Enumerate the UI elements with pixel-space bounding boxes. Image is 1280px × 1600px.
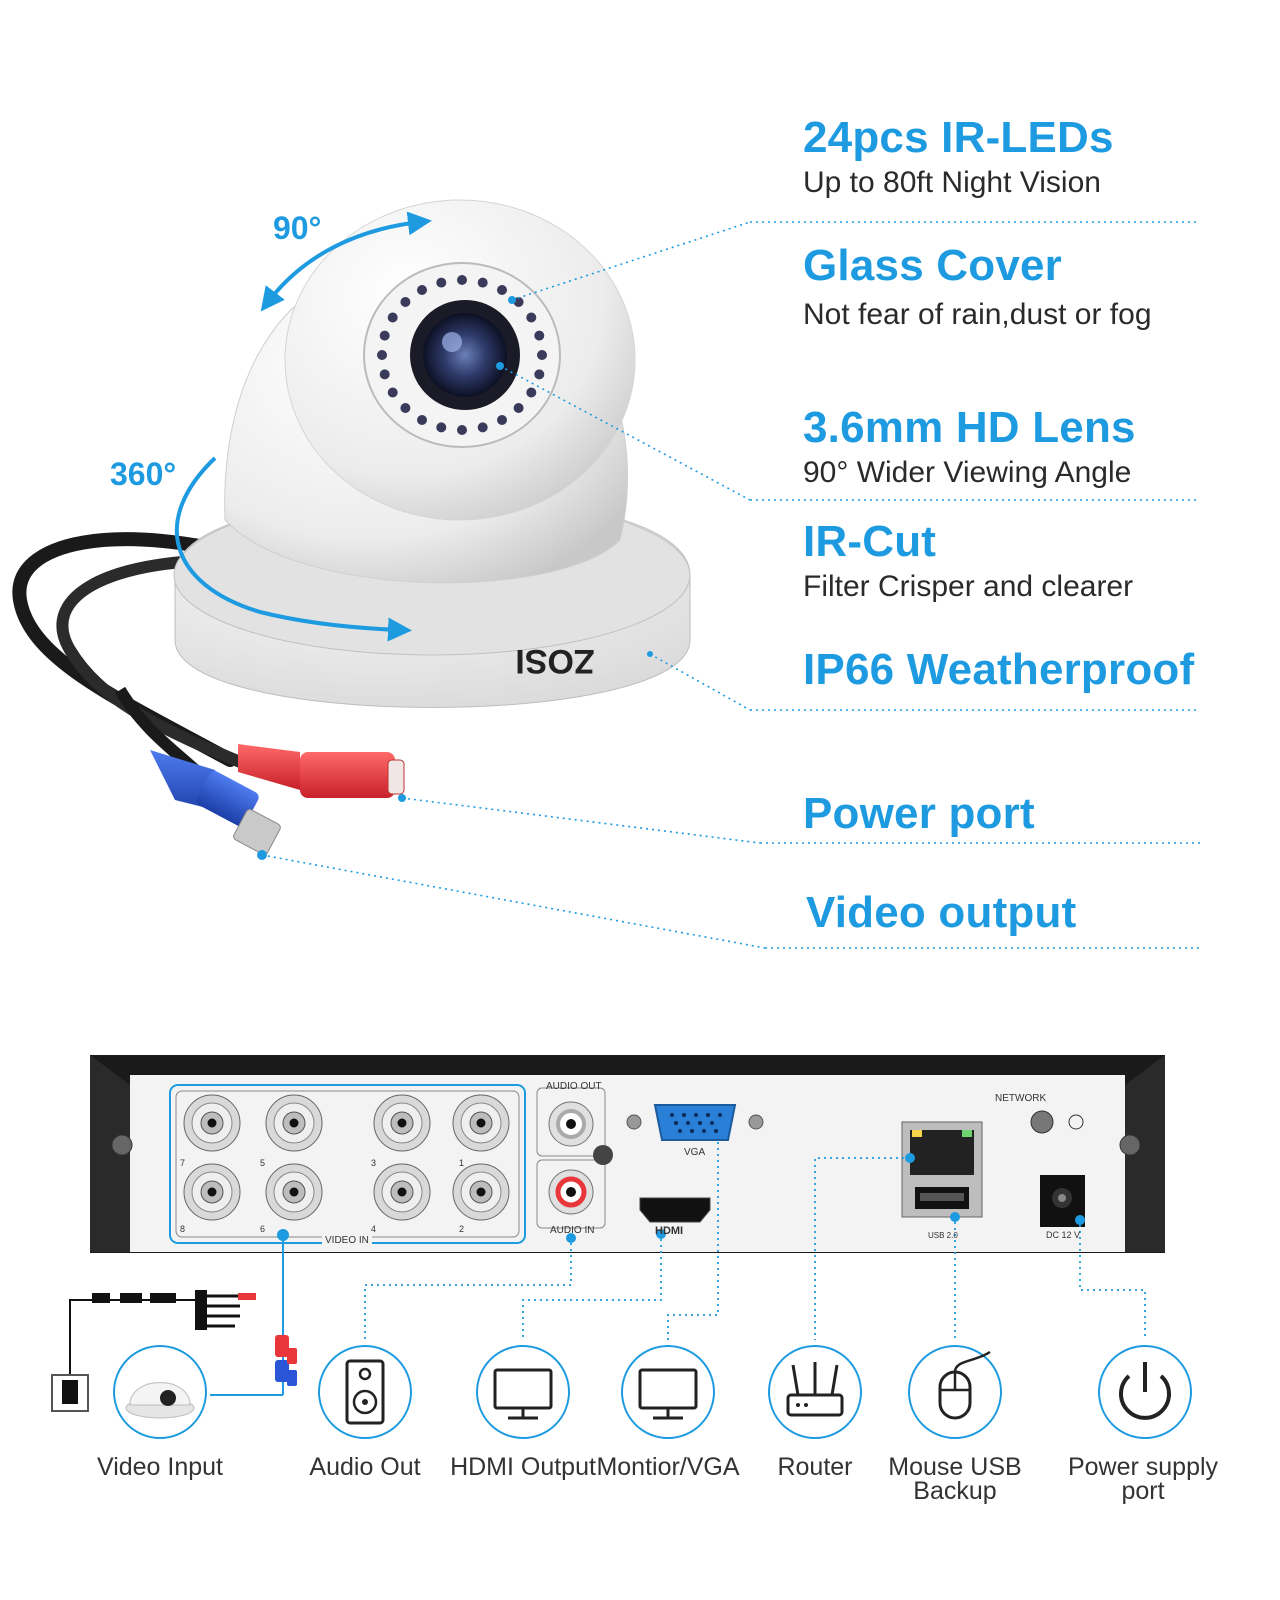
feature-title-glass-cover: Glass Cover [803, 241, 1063, 290]
channel-label: 8 [180, 1224, 186, 1234]
ir-led [387, 312, 398, 323]
channel-label: 5 [260, 1158, 266, 1168]
hdmi-port-label: HDMI [655, 1225, 684, 1237]
ir-led [377, 350, 387, 360]
power-splitter [51, 1290, 297, 1412]
bnc-socket [373, 1094, 431, 1152]
ir-led [387, 387, 398, 398]
usb-port-label: USB 2.0 [928, 1231, 958, 1240]
channel-label: 2 [459, 1224, 465, 1234]
channel-label: 3 [371, 1158, 377, 1168]
power-icon [1098, 1345, 1192, 1439]
monitor-icon [476, 1345, 570, 1439]
tilt-angle-label: 90° [273, 210, 322, 246]
bnc-video-connector [150, 750, 281, 860]
channel-label: 6 [260, 1224, 266, 1234]
connection-label-video-input: Video Input [96, 1453, 224, 1481]
vga-port-label: VGA [684, 1147, 706, 1158]
connection-label-router: Router [777, 1453, 853, 1481]
bnc-socket [183, 1163, 241, 1221]
callout-leaders [261, 221, 1200, 949]
feature-title-lens: 3.6mm HD Lens [803, 403, 1136, 452]
connection-leaders [364, 1142, 1146, 1340]
bnc-socket [265, 1094, 323, 1152]
ir-led [477, 277, 488, 288]
bnc-ports [183, 1094, 510, 1221]
video-in-label: VIDEO IN [322, 1235, 372, 1246]
pan-angle-label: 360° [110, 456, 177, 492]
channel-label: 1 [459, 1158, 465, 1168]
tilt-arrow [260, 211, 432, 312]
ir-led [417, 285, 427, 295]
connection-label-audio-out: Audio Out [309, 1453, 421, 1481]
ir-led [497, 285, 507, 295]
ir-led [534, 330, 545, 341]
ir-led [513, 403, 524, 413]
audio-in-port-label: AUDIO IN [550, 1225, 595, 1236]
ir-led [526, 387, 537, 398]
ir-led [477, 422, 488, 433]
ir-led [379, 330, 390, 341]
ir-led [379, 369, 390, 380]
feature-subtitle-lens: 90° Wider Viewing Angle [803, 456, 1132, 489]
connection-label-mouse-usb: Mouse USB Backup [888, 1453, 1022, 1505]
bnc-socket [183, 1094, 241, 1152]
connection-label-vga: Montior/VGA [596, 1453, 740, 1481]
ir-led [513, 297, 524, 307]
dvr-rear-panel [90, 1055, 1165, 1253]
ir-led [436, 277, 447, 288]
connection-label-power-supply: Power supply port [1067, 1453, 1219, 1505]
bnc-socket [452, 1094, 510, 1152]
bnc-socket [452, 1163, 510, 1221]
icon-video-input [113, 1345, 207, 1439]
feature-subtitle-glass-cover: Not fear of rain,dust or fog [803, 298, 1152, 331]
pan-arrow [174, 456, 412, 642]
connection-label-hdmi-output: HDMI Output [450, 1453, 596, 1481]
ir-led [436, 422, 447, 433]
feature-subtitle-ir-cut: Filter Crisper and clearer [803, 570, 1134, 603]
monitor-icon [621, 1345, 715, 1439]
router-icon [768, 1345, 862, 1439]
audio-out-port-label: AUDIO OUT [546, 1081, 602, 1092]
bnc-socket [373, 1163, 431, 1221]
feature-subtitle-ir-leds: Up to 80ft Night Vision [803, 166, 1101, 199]
dome-camera: ZOSI [173, 199, 691, 708]
bnc-socket [265, 1163, 323, 1221]
ir-led [534, 369, 545, 380]
ir-led [457, 275, 467, 285]
feature-title-ir-cut: IR-Cut [803, 517, 937, 566]
channel-label: 7 [180, 1158, 186, 1168]
feature-title-power-port: Power port [803, 789, 1035, 838]
ir-led [497, 415, 507, 425]
channel-label: 4 [371, 1224, 377, 1234]
red-power-connector [238, 744, 406, 802]
speaker-icon [318, 1345, 412, 1439]
ir-led [400, 403, 411, 413]
feature-title-ir-leds: 24pcs IR-LEDs [803, 113, 1114, 162]
ir-led [400, 297, 411, 307]
ir-led [457, 425, 467, 435]
ir-led [417, 415, 427, 425]
feature-title-video-output: Video output [806, 888, 1077, 937]
feature-title-weatherproof: IP66 Weatherproof [803, 645, 1195, 694]
brand-logo: ZOSI [515, 642, 594, 680]
network-label: NETWORK [995, 1093, 1047, 1104]
dc-power-label: DC 12 V [1046, 1230, 1081, 1240]
ir-led [526, 312, 537, 323]
mouse-icon [908, 1345, 1002, 1439]
ir-led [537, 350, 547, 360]
